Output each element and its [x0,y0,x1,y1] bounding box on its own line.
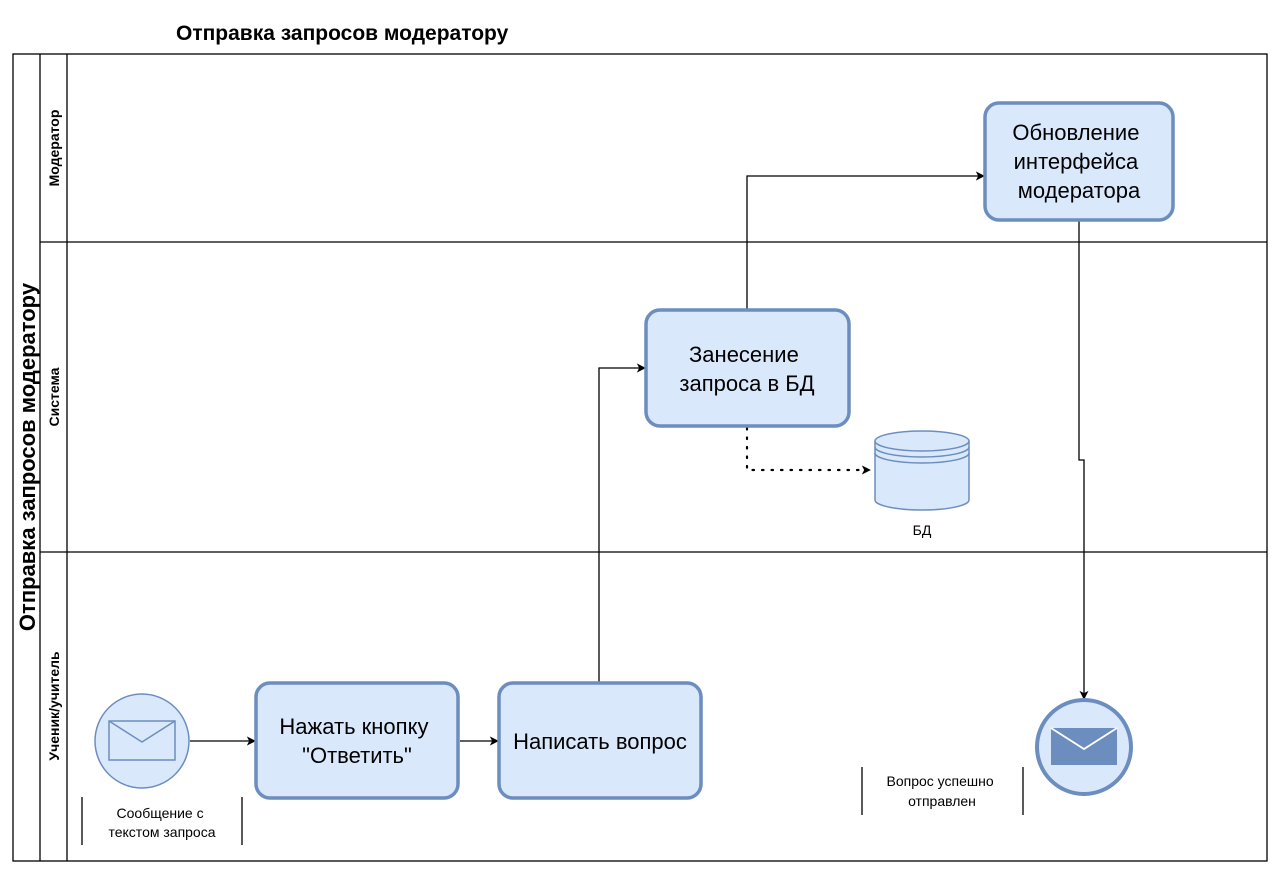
end-annotation-text: Вопрос успешно отправлен [886,773,997,809]
task-box [254,681,460,800]
task-write-question[interactable]: Написать вопрос [497,681,703,800]
task-box [644,308,851,428]
flow-write-question-to-store [598,363,646,683]
task-store-request[interactable]: Занесение запроса в БД [644,308,851,428]
datastore-icon [874,430,970,511]
task-label: Обновление интерфейса модератора [1012,120,1145,203]
end-message-event[interactable] [1035,698,1133,796]
pool-label: Отправка запросов модератору [15,282,40,631]
connectors [190,171,1089,746]
task-press-reply[interactable]: Нажать кнопку "Ответить" [254,681,460,800]
lane-label-system: Система [46,367,62,426]
end-annotation: Вопрос успешно отправлен [861,767,1024,815]
datastore-db[interactable]: БД [874,430,970,538]
association-store-to-datastore [745,426,872,475]
envelope-icon [108,720,176,761]
flow-update-ui-to-end [1078,221,1089,700]
task-update-moderator-ui[interactable]: Обновление интерфейса модератора [983,101,1175,222]
task-box [497,681,703,800]
task-label: Нажать кнопку "Ответить" [279,714,434,768]
start-annotation-text: Сообщение с текстом запроса [108,805,215,840]
lane-label-student: Ученик/учитель [46,651,62,761]
envelope-filled-icon [1050,727,1118,765]
datastore-label: БД [913,522,932,538]
page-title: Отправка запросов модератору [176,22,509,45]
datastore-rim [874,440,970,464]
start-annotation: Сообщение с текстом запроса [81,797,243,845]
lane-label-moderator: Модератор [46,110,62,187]
task-label: Занесение запроса в БД [679,342,814,396]
flow-store-to-update-ui [746,171,985,310]
start-message-event[interactable] [94,693,190,789]
task-box [983,101,1175,222]
task-label: Написать вопрос [513,729,687,754]
